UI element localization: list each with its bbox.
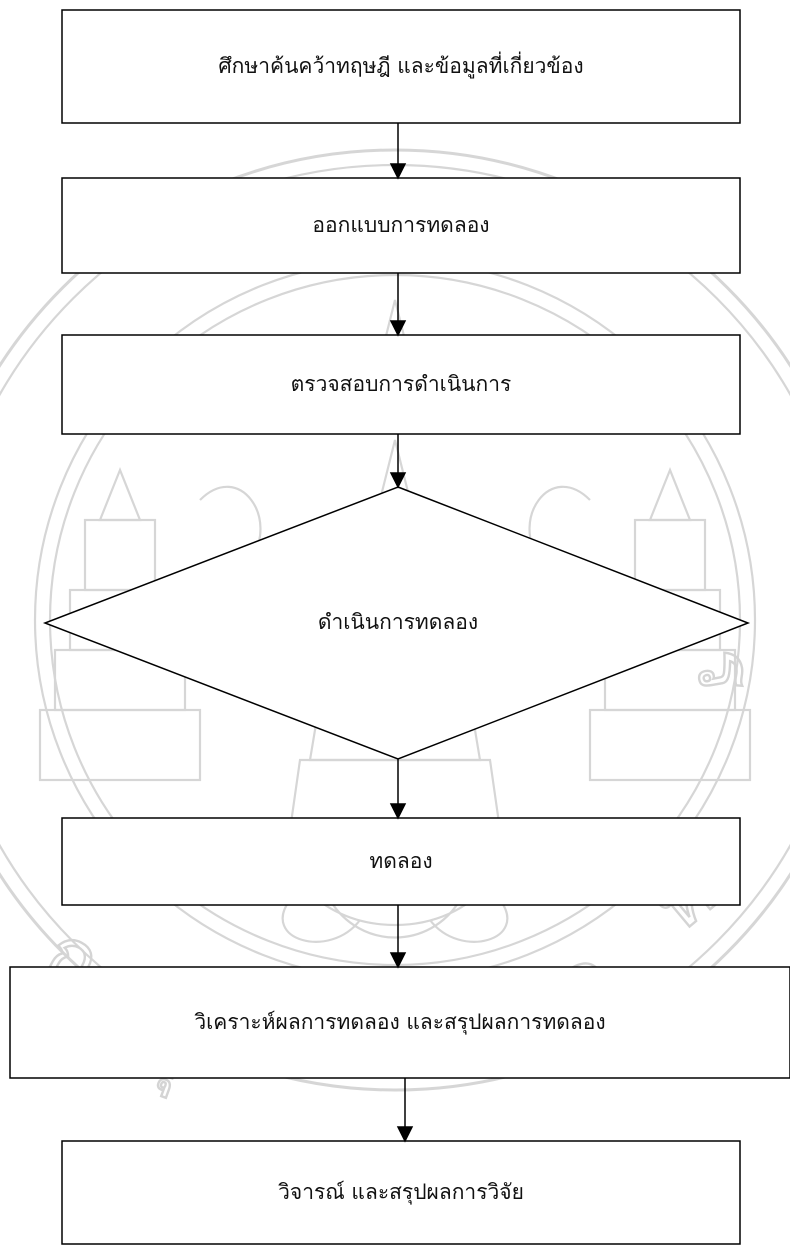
step-label-3: ตรวจสอบการดำเนินการ — [290, 371, 512, 396]
arrowhead-4-5 — [389, 803, 407, 820]
arrowhead-1-2 — [389, 163, 407, 180]
step-box-7 — [61, 1140, 741, 1245]
step-box-3 — [61, 334, 741, 435]
step-label-7: วิจารณ์ และสรุปผลการวิจัย — [278, 1179, 524, 1204]
arrowhead-6-7 — [396, 1126, 414, 1143]
arrowhead-2-3 — [389, 320, 407, 337]
step-box-1 — [61, 9, 741, 124]
step-box-6 — [9, 966, 790, 1079]
step-label-1: ศึกษาค้นคว้าทฤษฎี และข้อมูลที่เกี่ยวข้อง — [218, 53, 584, 78]
arrowhead-3-4 — [389, 472, 407, 489]
step-box-5 — [61, 817, 741, 906]
step-box-2 — [61, 177, 741, 274]
step-label-2: ออกแบบการทดลอง — [312, 212, 490, 237]
arrowhead-5-6 — [389, 952, 407, 969]
step-label-6: วิเคราะห์ผลการทดลอง และสรุปผลการทดลอง — [194, 1009, 606, 1034]
decision-label: ดำเนินการทดลอง — [317, 610, 479, 635]
step-label-5: ทดลอง — [369, 848, 433, 873]
